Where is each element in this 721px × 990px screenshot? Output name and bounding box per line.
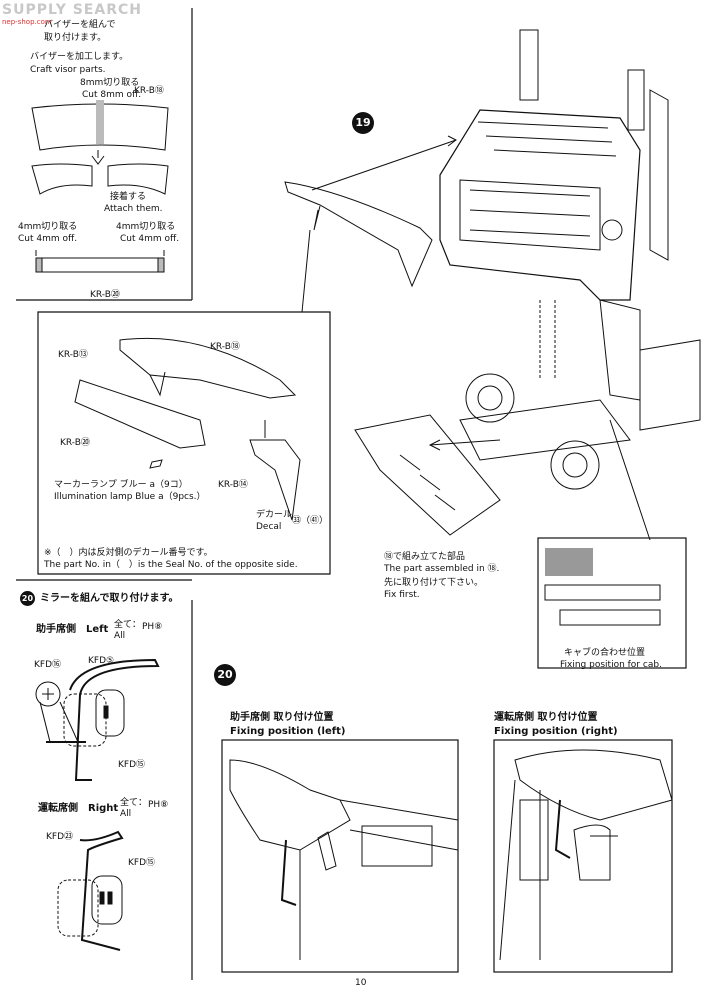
marker-lamp-jp: マーカーランプ ブルー a（9コ） [54,480,188,490]
visor-craft-jp: バイザーを加工します。 [30,52,129,62]
mirror-title: ミラーを組んで取り付けます。 [40,593,179,604]
visor-cut8-en: Cut 8mm off. [82,90,142,100]
decal-numbers: ㉝（㊶） [292,516,329,526]
marker-lamp-en: Illumination lamp Blue a（9pcs.） [54,492,206,502]
fixing-left-jp: 助手席側 取り付け位置 [230,712,334,723]
mirror-left-jp: 助手席側 [36,624,76,635]
part-kr18: KR-B⑱ [210,342,240,352]
watermark-url: nep-shop.com [2,18,52,26]
cab-position-en: Fixing position for cab. [560,660,662,670]
step-19-badge: 19 [352,112,374,134]
page-number: 10 [355,978,367,988]
fixing-left-en: Fixing position (left) [230,726,346,737]
part-kr13: KR-B⑬ [58,350,88,360]
assembled-part-jp: ⑱で組み立てた部品 [384,552,466,562]
part-kfd15: KFD⑮ [118,760,146,770]
mirror-right-all-code: PH⑧ [148,800,169,810]
mirror-left-all-jp: 全て： [114,620,142,630]
fixing-right-en: Fixing position (right) [494,726,618,737]
cab-position-jp: キャブの合わせ位置 [564,648,646,658]
part-kr14: KR-B⑭ [218,480,248,490]
mirror-right-all-jp: 全て： [120,798,148,808]
visor-cut4-right-jp: 4mm切り取る [116,222,176,232]
mirror-right-jp: 運転席側 [38,803,78,814]
visor-attach-jp: 接着する [110,192,147,202]
visor-cut4-left-jp: 4mm切り取る [18,222,78,232]
watermark-logo: SUPPLY SEARCH [2,2,142,18]
visor-part-kr18: KR-B⑱ [134,86,164,96]
assembled-part-en: The part assembled in ⑱. [384,564,500,574]
part-kfd15-right: KFD⑮ [128,858,156,868]
mirror-right-en: Right [88,803,119,814]
fixing-right-jp: 運転席側 取り付け位置 [494,712,598,723]
mirror-left-all-en: All [114,631,126,641]
visor-craft-en: Craft visor parts. [30,65,106,75]
visor-cut4-right-en: Cut 4mm off. [120,234,180,244]
decal-jp: デカール [256,510,293,520]
mirror-right-all-en: All [120,809,132,819]
mirror-left-all-code: PH⑧ [142,622,163,632]
visor-cut8-jp: 8mm切り取る [80,78,140,88]
visor-cut4-left-en: Cut 4mm off. [18,234,78,244]
visor-title-line2: 取り付けます。 [44,33,107,43]
part-kfd16: KFD⑯ [34,660,62,670]
visor-attach-en: Attach them. [104,204,163,214]
part-kr20: KR-B⑳ [60,438,90,448]
fix-first-jp: 先に取り付けて下さい。 [384,578,484,588]
seal-note-jp: ※（ ）内は反対側のデカール番号です。 [44,548,213,558]
step-20-badge: 20 [214,664,236,686]
mirror-left-en: Left [86,624,109,635]
part-kfd5: KFD⑤ [88,656,115,666]
part-kfd23: KFD㉓ [46,832,74,842]
decal-en: Decal [256,522,282,532]
mirror-step-badge: 20 [20,591,35,606]
seal-note-en: The part No. in（ ）is the Seal No. of the… [44,560,298,570]
visor-title-line1: バイザーを組んで [44,20,116,30]
visor-part-kr20: KR-B⑳ [90,290,120,300]
fix-first-en: Fix first. [384,590,420,600]
